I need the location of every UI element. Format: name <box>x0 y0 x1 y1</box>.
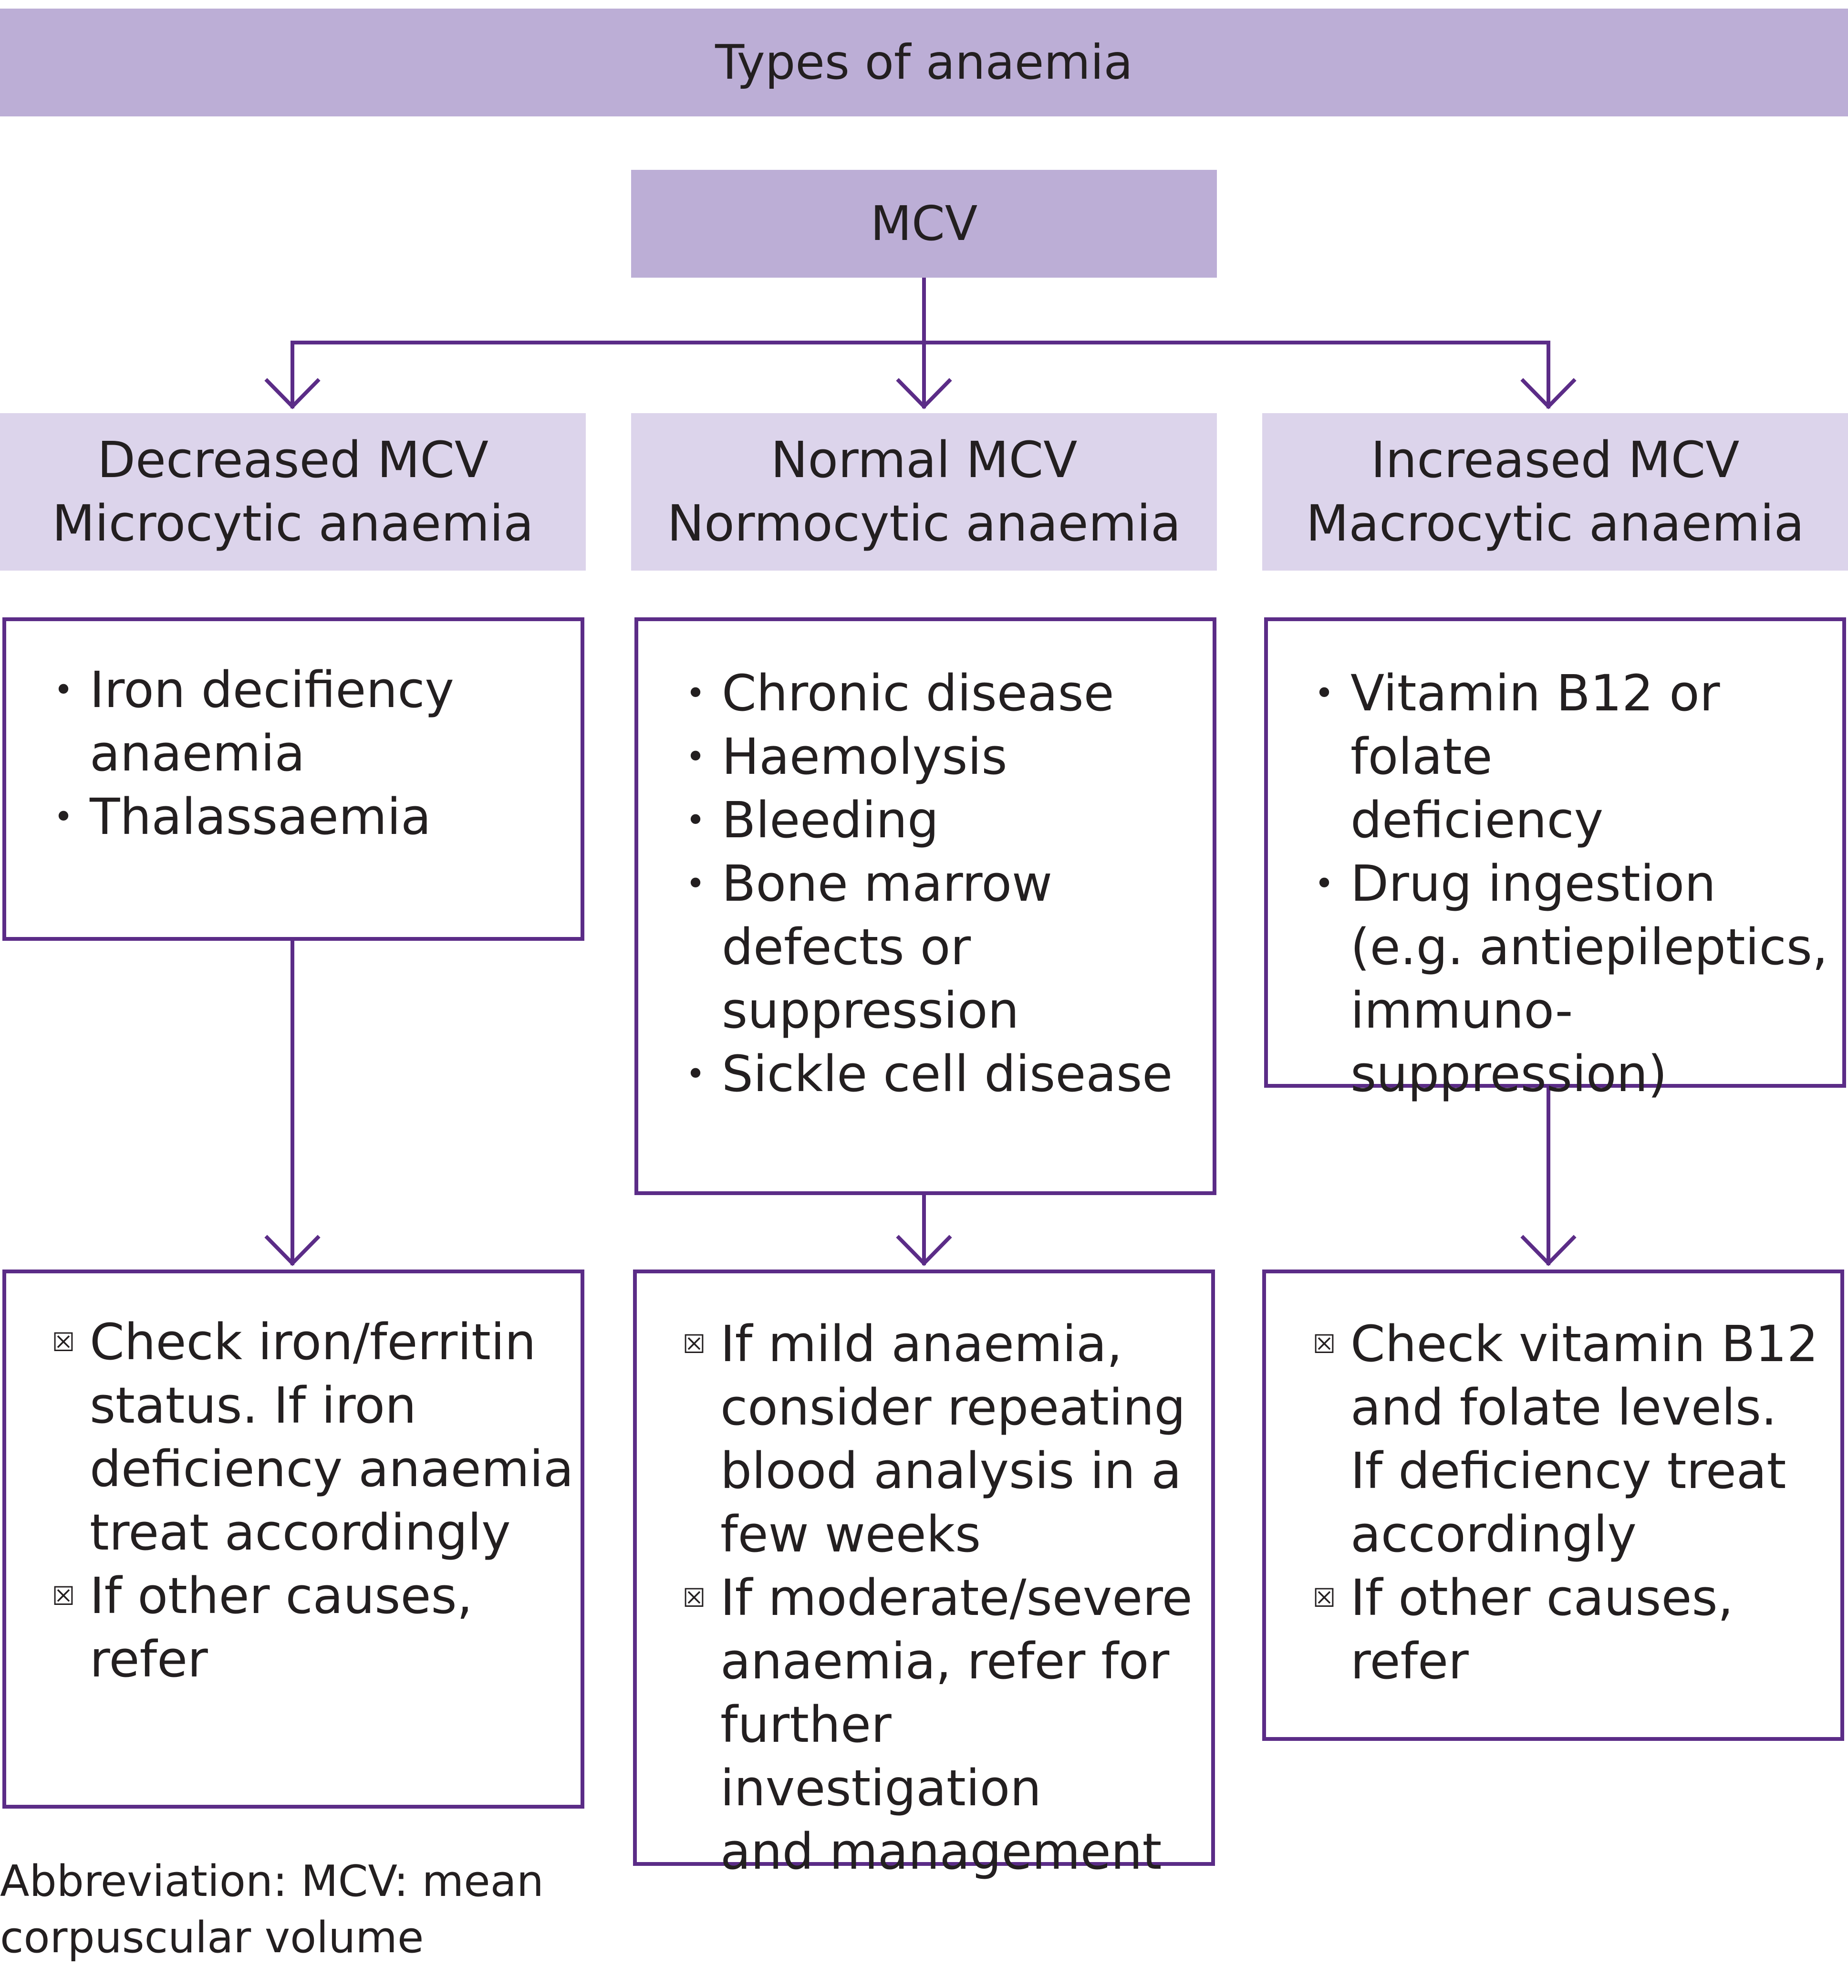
checkbox-icon: ☒ <box>1312 1583 1336 1613</box>
item-line: and management <box>720 1822 1162 1881</box>
list-item: ☒ If mild anaemia, consider repeating bl… <box>675 1312 1211 1566</box>
actions-box-increased: ☒ Check vitamin B12 and folate levels. I… <box>1262 1270 1844 1741</box>
item-line: refer <box>1350 1632 1469 1690</box>
bullet-icon: • <box>685 737 706 776</box>
item-line: (e.g. antiepileptics, <box>1350 918 1828 976</box>
root-node: MCV <box>631 170 1217 278</box>
causes-box-decreased: • Iron decifiency anaemia • Thalassaemia <box>2 617 584 941</box>
actions-box-normal: ☒ If mild anaemia, consider repeating bl… <box>633 1270 1215 1881</box>
bullet-icon: • <box>685 864 706 903</box>
item-line: Vitamin B12 or folate <box>1350 664 1720 786</box>
item-line: Iron decifiency <box>90 661 454 719</box>
item-line: Chronic disease <box>722 664 1114 722</box>
list-item: • Haemolysis <box>676 725 1213 789</box>
list-item: • Thalassaemia <box>44 785 581 849</box>
item-line: defects or <box>722 918 971 976</box>
causes-list: • Chronic disease • Haemolysis • Bleedin… <box>676 662 1213 1106</box>
list-item: • Chronic disease <box>676 662 1213 725</box>
item-line: deficiency anaemia <box>90 1440 574 1498</box>
item-line: Thalassaemia <box>90 788 431 846</box>
causes-box-normal: • Chronic disease • Haemolysis • Bleedin… <box>634 617 1216 1195</box>
item-line: Haemolysis <box>722 728 1007 786</box>
item-line: status. If iron <box>90 1376 416 1435</box>
item-line: consider repeating <box>720 1378 1186 1436</box>
bullet-icon: • <box>685 1054 706 1093</box>
arrowhead-right <box>1520 378 1577 409</box>
arrowhead-actions-middle <box>896 1235 952 1266</box>
heading-increased: Increased MCV Macrocytic anaemia <box>1262 413 1848 571</box>
item-line: refer <box>90 1630 208 1688</box>
item-line: anaemia <box>90 724 305 782</box>
checkbox-icon: ☒ <box>1312 1329 1336 1359</box>
bullet-icon: • <box>1314 864 1334 903</box>
item-line: If mild anaemia, <box>720 1315 1122 1373</box>
arrowhead-left <box>264 378 321 409</box>
item-line: treat accordingly <box>90 1503 511 1561</box>
item-line: If other causes, <box>90 1567 473 1625</box>
actions-list: ☒ Check iron/ferritin status. If iron de… <box>44 1311 581 1691</box>
item-line: Check vitamin B12 <box>1350 1315 1818 1373</box>
list-item: ☒ Check vitamin B12 and folate levels. I… <box>1305 1312 1840 1566</box>
item-line: blood analysis in a <box>720 1442 1182 1500</box>
item-line: Bone marrow <box>722 854 1053 913</box>
list-item: • Drug ingestion (e.g. antiepileptics, i… <box>1305 852 1842 1106</box>
bullet-icon: • <box>1314 674 1334 713</box>
arrowhead-actions-left <box>264 1235 321 1266</box>
heading-normal: Normal MCV Normocytic anaemia <box>631 413 1217 571</box>
item-line: suppression) <box>1350 1045 1667 1103</box>
bullet-icon: • <box>53 670 73 709</box>
arrowhead-middle <box>896 378 952 409</box>
diagram-title: Types of anaemia <box>0 9 1848 116</box>
item-line: further investigation <box>720 1696 1042 1817</box>
list-item: • Iron decifiency anaemia <box>44 658 581 785</box>
item-line: accordingly <box>1350 1505 1637 1563</box>
checkbox-icon: ☒ <box>52 1327 75 1357</box>
footnote-line: Abbreviation: MCV: mean <box>0 1856 544 1906</box>
arrowhead-actions-right <box>1520 1235 1577 1266</box>
list-item: ☒ If other causes, refer <box>1305 1566 1840 1693</box>
heading-line: Normocytic anaemia <box>667 494 1181 552</box>
item-line: anaemia, refer for <box>720 1632 1170 1690</box>
list-item: • Bone marrow defects or suppression <box>676 852 1213 1042</box>
heading-line: Increased MCV <box>1370 431 1740 489</box>
list-item: ☒ Check iron/ferritin status. If iron de… <box>44 1311 581 1564</box>
list-item: • Sickle cell disease <box>676 1042 1213 1106</box>
heading-line: Microcytic anaemia <box>52 494 534 552</box>
list-item: ☒ If other causes, refer <box>44 1564 581 1691</box>
item-line: Sickle cell disease <box>722 1045 1173 1103</box>
item-line: If moderate/severe <box>720 1569 1193 1627</box>
item-line: few weeks <box>720 1505 981 1563</box>
item-line: If other causes, <box>1350 1569 1734 1627</box>
heading-line: Normal MCV <box>770 431 1078 489</box>
item-line: suppression <box>722 981 1019 1040</box>
causes-box-increased: • Vitamin B12 or folate deficiency • Dru… <box>1264 617 1846 1103</box>
causes-list: • Iron decifiency anaemia • Thalassaemia <box>44 658 581 849</box>
heading-line: Macrocytic anaemia <box>1306 494 1805 552</box>
item-line: Check iron/ferritin <box>90 1313 536 1371</box>
item-line: and folate levels. <box>1350 1378 1777 1436</box>
actions-list: ☒ If mild anaemia, consider repeating bl… <box>675 1312 1211 1884</box>
checkbox-icon: ☒ <box>682 1329 706 1359</box>
heading-line: Decreased MCV <box>97 431 489 489</box>
actions-box-decreased: ☒ Check iron/ferritin status. If iron de… <box>2 1270 584 1809</box>
bullet-icon: • <box>685 674 706 713</box>
footnote-line: corpuscular volume <box>0 1913 424 1963</box>
list-item: • Vitamin B12 or folate deficiency <box>1305 662 1842 852</box>
item-line: Drug ingestion <box>1350 854 1716 913</box>
item-line: immuno- <box>1350 981 1573 1040</box>
item-line: deficiency <box>1350 791 1604 849</box>
list-item: • Bleeding <box>676 789 1213 852</box>
item-line: If deficiency treat <box>1350 1442 1786 1500</box>
list-item: ☒ If moderate/severe anaemia, refer for … <box>675 1566 1211 1884</box>
heading-decreased: Decreased MCV Microcytic anaemia <box>0 413 586 571</box>
bullet-icon: • <box>53 797 73 836</box>
checkbox-icon: ☒ <box>682 1583 706 1613</box>
actions-list: ☒ Check vitamin B12 and folate levels. I… <box>1305 1312 1840 1693</box>
item-line: Bleeding <box>722 791 939 849</box>
checkbox-icon: ☒ <box>52 1581 75 1611</box>
bullet-icon: • <box>685 801 706 840</box>
causes-list: • Vitamin B12 or folate deficiency • Dru… <box>1305 662 1842 1106</box>
abbreviation-footnote: Abbreviation: MCV: mean corpuscular volu… <box>0 1853 620 1966</box>
